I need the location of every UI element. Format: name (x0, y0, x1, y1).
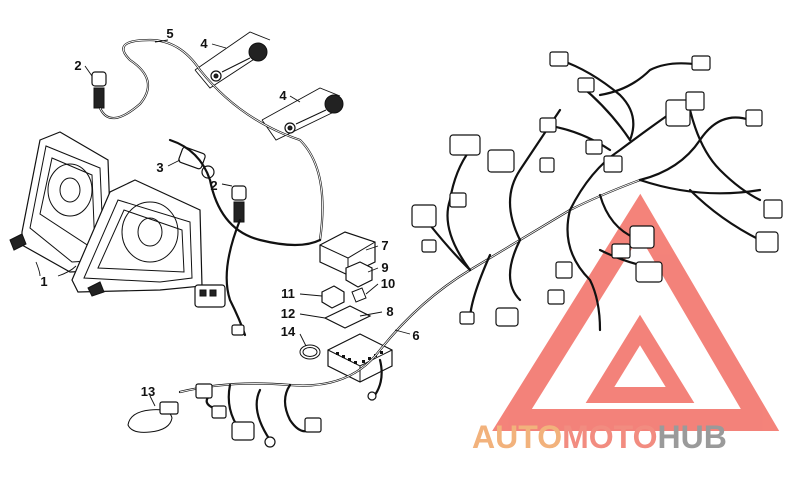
bracket-12 (323, 305, 372, 329)
callout-1: 1 (40, 274, 47, 289)
headlight-right (71, 179, 203, 297)
callout-13: 13 (141, 384, 155, 399)
fuse-block-8 (327, 333, 393, 383)
callout-9: 9 (381, 260, 388, 275)
callout-7: 7 (381, 238, 388, 253)
headlight-harness (98, 38, 324, 337)
callout-4a: 4 (200, 36, 208, 51)
bulb-socket-lower (231, 185, 247, 223)
watermark-word-moto: MOTO (562, 419, 657, 455)
callout-11: 11 (281, 286, 295, 301)
relay-11 (321, 285, 345, 309)
callout-10: 10 (381, 276, 395, 291)
adjuster-lower (261, 87, 344, 141)
callout-4b: 4 (279, 88, 287, 103)
callout-12: 12 (281, 306, 295, 321)
bulb-socket-upper (91, 71, 107, 109)
connector-3 (178, 146, 215, 179)
clip-10 (351, 287, 367, 303)
watermark-logo (492, 193, 780, 431)
watermark-wordmark: AUTOMOTOHUB (472, 419, 727, 455)
callout-8: 8 (386, 304, 393, 319)
callout-2b: 2 (210, 178, 217, 193)
leader-lines (35, 39, 411, 407)
watermark-triangle-outer (492, 193, 780, 431)
adjuster-upper (194, 31, 271, 89)
callout-2a: 2 (74, 58, 81, 73)
callout-numbers: 1 2 2 3 4 4 5 6 7 8 9 10 11 12 13 14 (40, 26, 419, 399)
callout-14: 14 (281, 324, 296, 339)
relay-9 (345, 261, 373, 288)
clamp-14 (299, 344, 321, 360)
sensor-13 (127, 401, 179, 433)
callout-5: 5 (166, 26, 173, 41)
watermark-word-hub: HUB (657, 419, 726, 455)
callout-3: 3 (156, 160, 163, 175)
watermark-triangle-inner (585, 314, 695, 403)
harness-connectors (195, 51, 783, 448)
callout-6: 6 (412, 328, 419, 343)
watermark-word-auto: AUTO (472, 419, 562, 455)
